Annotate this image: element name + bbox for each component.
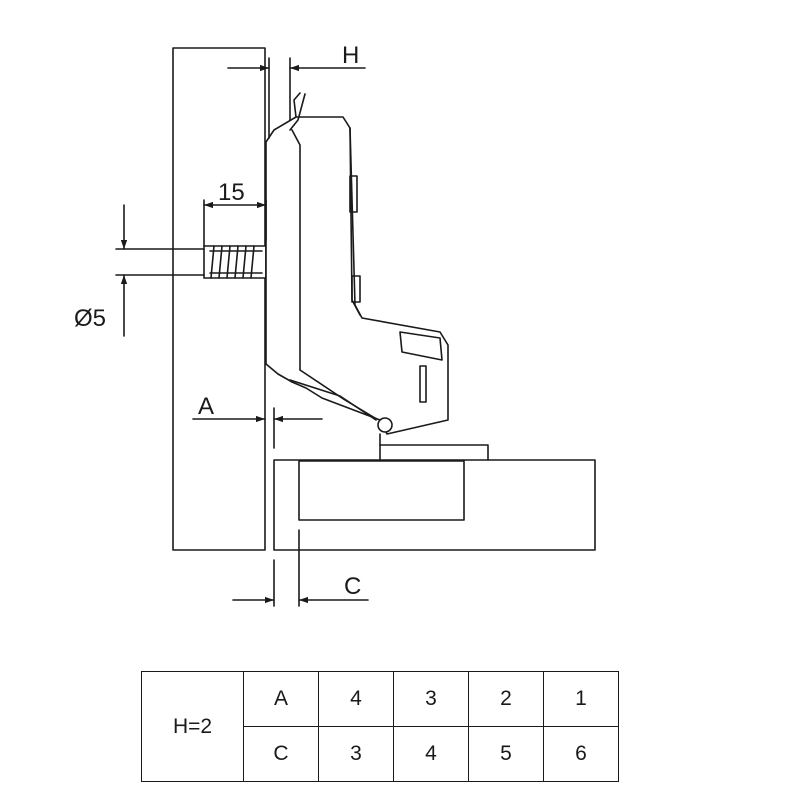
hinge-cup-recess	[298, 460, 465, 521]
table-cell: 4	[318, 671, 394, 727]
table-cell: 1	[543, 671, 619, 727]
table-row-label: C	[243, 726, 319, 782]
dimension-c	[232, 529, 369, 607]
dimension-h	[227, 57, 366, 139]
table-cell: 3	[393, 671, 469, 727]
label-diameter: Ø5	[74, 305, 106, 332]
table-cell: 3	[318, 726, 394, 782]
label-depth: 15	[218, 179, 245, 206]
dimension-diameter	[115, 204, 205, 337]
door-panel	[273, 459, 596, 551]
table-row-label: A	[243, 671, 319, 727]
table-row: C 3 4 5 6	[142, 726, 619, 782]
dimension-depth	[203, 199, 267, 247]
cabinet-side-panel	[172, 47, 266, 551]
table-header-cell: H=2	[141, 671, 244, 782]
dimension-a	[192, 407, 323, 449]
table-row: H=2 A 4 3 2 1	[141, 671, 619, 782]
label-c: C	[344, 573, 361, 600]
spec-table: H=2 A 4 3 2 1 C 3 4 5 6	[141, 671, 619, 782]
label-h: H	[342, 42, 359, 69]
table-cell: 4	[393, 726, 469, 782]
label-a: A	[198, 393, 214, 420]
table-cell: 2	[468, 671, 544, 727]
table-cell: 6	[543, 726, 619, 782]
hinge-arm	[265, 92, 489, 461]
table-cell: 5	[468, 726, 544, 782]
